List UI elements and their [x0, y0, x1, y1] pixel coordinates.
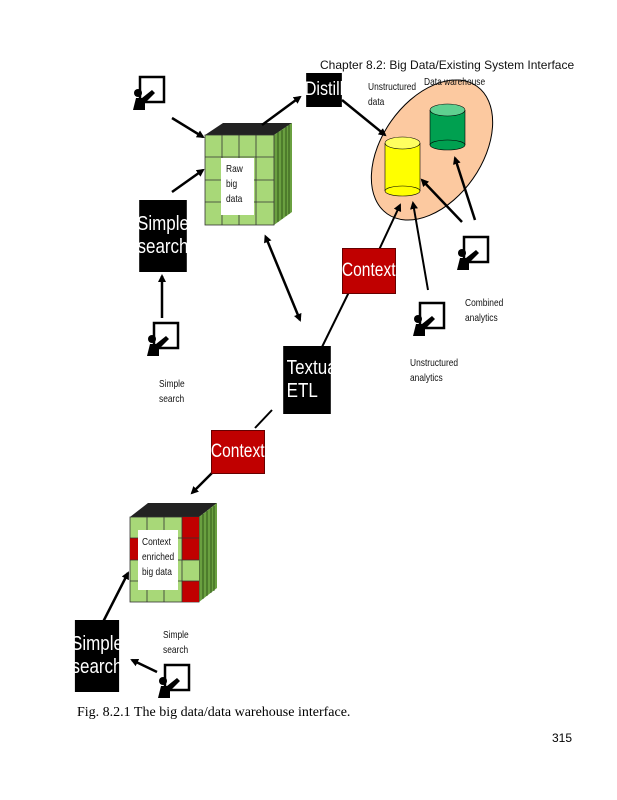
textual-etl-box: Textual ETL — [283, 346, 340, 414]
arrow-analyst-to-bottom-search — [130, 658, 158, 674]
simple-search-low-label: Simple search — [163, 628, 189, 658]
presenter-icon-combined — [457, 235, 490, 270]
context-box-lower: Context — [211, 430, 265, 474]
unstructured-data-line2: data — [368, 96, 385, 109]
unstructured-analytics-line1: Unstructured — [410, 357, 459, 369]
page-number: 315 — [552, 731, 573, 745]
simple-search-mid-label: Simple search — [159, 377, 185, 407]
simple-search-box-bottom: Simple search — [71, 620, 123, 692]
raw-line3: data — [226, 193, 243, 206]
line-unstructured-analytics — [410, 201, 429, 291]
simple-search-low-line2: search — [163, 644, 189, 657]
unstructured-analytics-line2: analytics — [410, 372, 443, 385]
chapter-header: Chapter 8.2: Big Data/Existing System In… — [320, 58, 575, 72]
raw-big-data-cube — [204, 123, 292, 226]
context-upper-label: Context — [342, 260, 396, 281]
presenter-icon-unstructured — [413, 301, 446, 336]
combined-line2: analytics — [465, 312, 498, 325]
unstructured-data-label: Unstructured data — [368, 80, 416, 110]
arrow-search-to-raw — [171, 168, 205, 194]
context-box-upper: Context — [342, 248, 396, 294]
arrow-context-to-store — [377, 203, 402, 253]
unstructured-data-cylinder-icon — [384, 136, 421, 197]
line-textual-to-lower-context — [254, 409, 273, 429]
arrow-distill-to-store — [341, 99, 387, 137]
distill-box: Distill — [304, 73, 344, 107]
data-warehouse-text: Data warehouse — [424, 76, 486, 88]
data-warehouse-label: Data warehouse — [424, 75, 485, 90]
simple-search-top-line1: Simple — [137, 213, 189, 235]
context-enriched-cube — [129, 503, 217, 603]
context-lower-label: Context — [211, 441, 265, 462]
unstructured-analytics-label: Unstructured analytics — [410, 356, 458, 386]
combined-analytics-label: Combined analytics — [465, 296, 503, 326]
raw-big-data-label: Raw big data — [226, 162, 243, 208]
arrow-combined-to-store — [420, 178, 463, 223]
simple-search-bottom-line2: search — [71, 656, 123, 678]
data-warehouse-cylinder-icon — [429, 103, 466, 151]
simple-search-mid-line1: Simple — [159, 378, 185, 390]
combined-line1: Combined — [465, 297, 504, 309]
presenter-icon-bottom — [158, 663, 191, 698]
enriched-line2: enriched — [142, 551, 175, 564]
presenter-icon-top — [133, 75, 166, 110]
enriched-line1: Context — [142, 536, 171, 548]
simple-search-top-line2: search — [137, 236, 189, 258]
enriched-big-data-label: Context enriched big data — [142, 535, 174, 581]
arrow-raw-textual-bidir — [264, 234, 302, 322]
presenter-icon-simple-search — [147, 321, 180, 356]
arrow-combined-to-warehouse — [453, 156, 477, 221]
line-textual-to-context — [321, 289, 351, 348]
raw-line1: Raw — [226, 163, 243, 175]
simple-search-mid-line2: search — [159, 393, 185, 406]
textual-etl-line1: Textual — [286, 357, 341, 379]
simple-search-box-top: Simple search — [137, 200, 189, 272]
unstructured-data-line1: Unstructured — [368, 81, 417, 93]
distill-label: Distill — [304, 79, 344, 101]
enriched-line3: big data — [142, 566, 172, 579]
simple-search-bottom-line1: Simple — [71, 633, 123, 655]
raw-line2: big — [226, 178, 238, 191]
figure-caption: Fig. 8.2.1 The big data/data warehouse i… — [77, 705, 351, 720]
arrow-search-to-enriched — [101, 571, 130, 623]
textual-etl-line2: ETL — [286, 380, 318, 402]
simple-search-low-line1: Simple — [163, 629, 189, 641]
arrow-raw-to-distill — [261, 95, 302, 127]
arrow-analyst-to-raw — [171, 116, 205, 139]
